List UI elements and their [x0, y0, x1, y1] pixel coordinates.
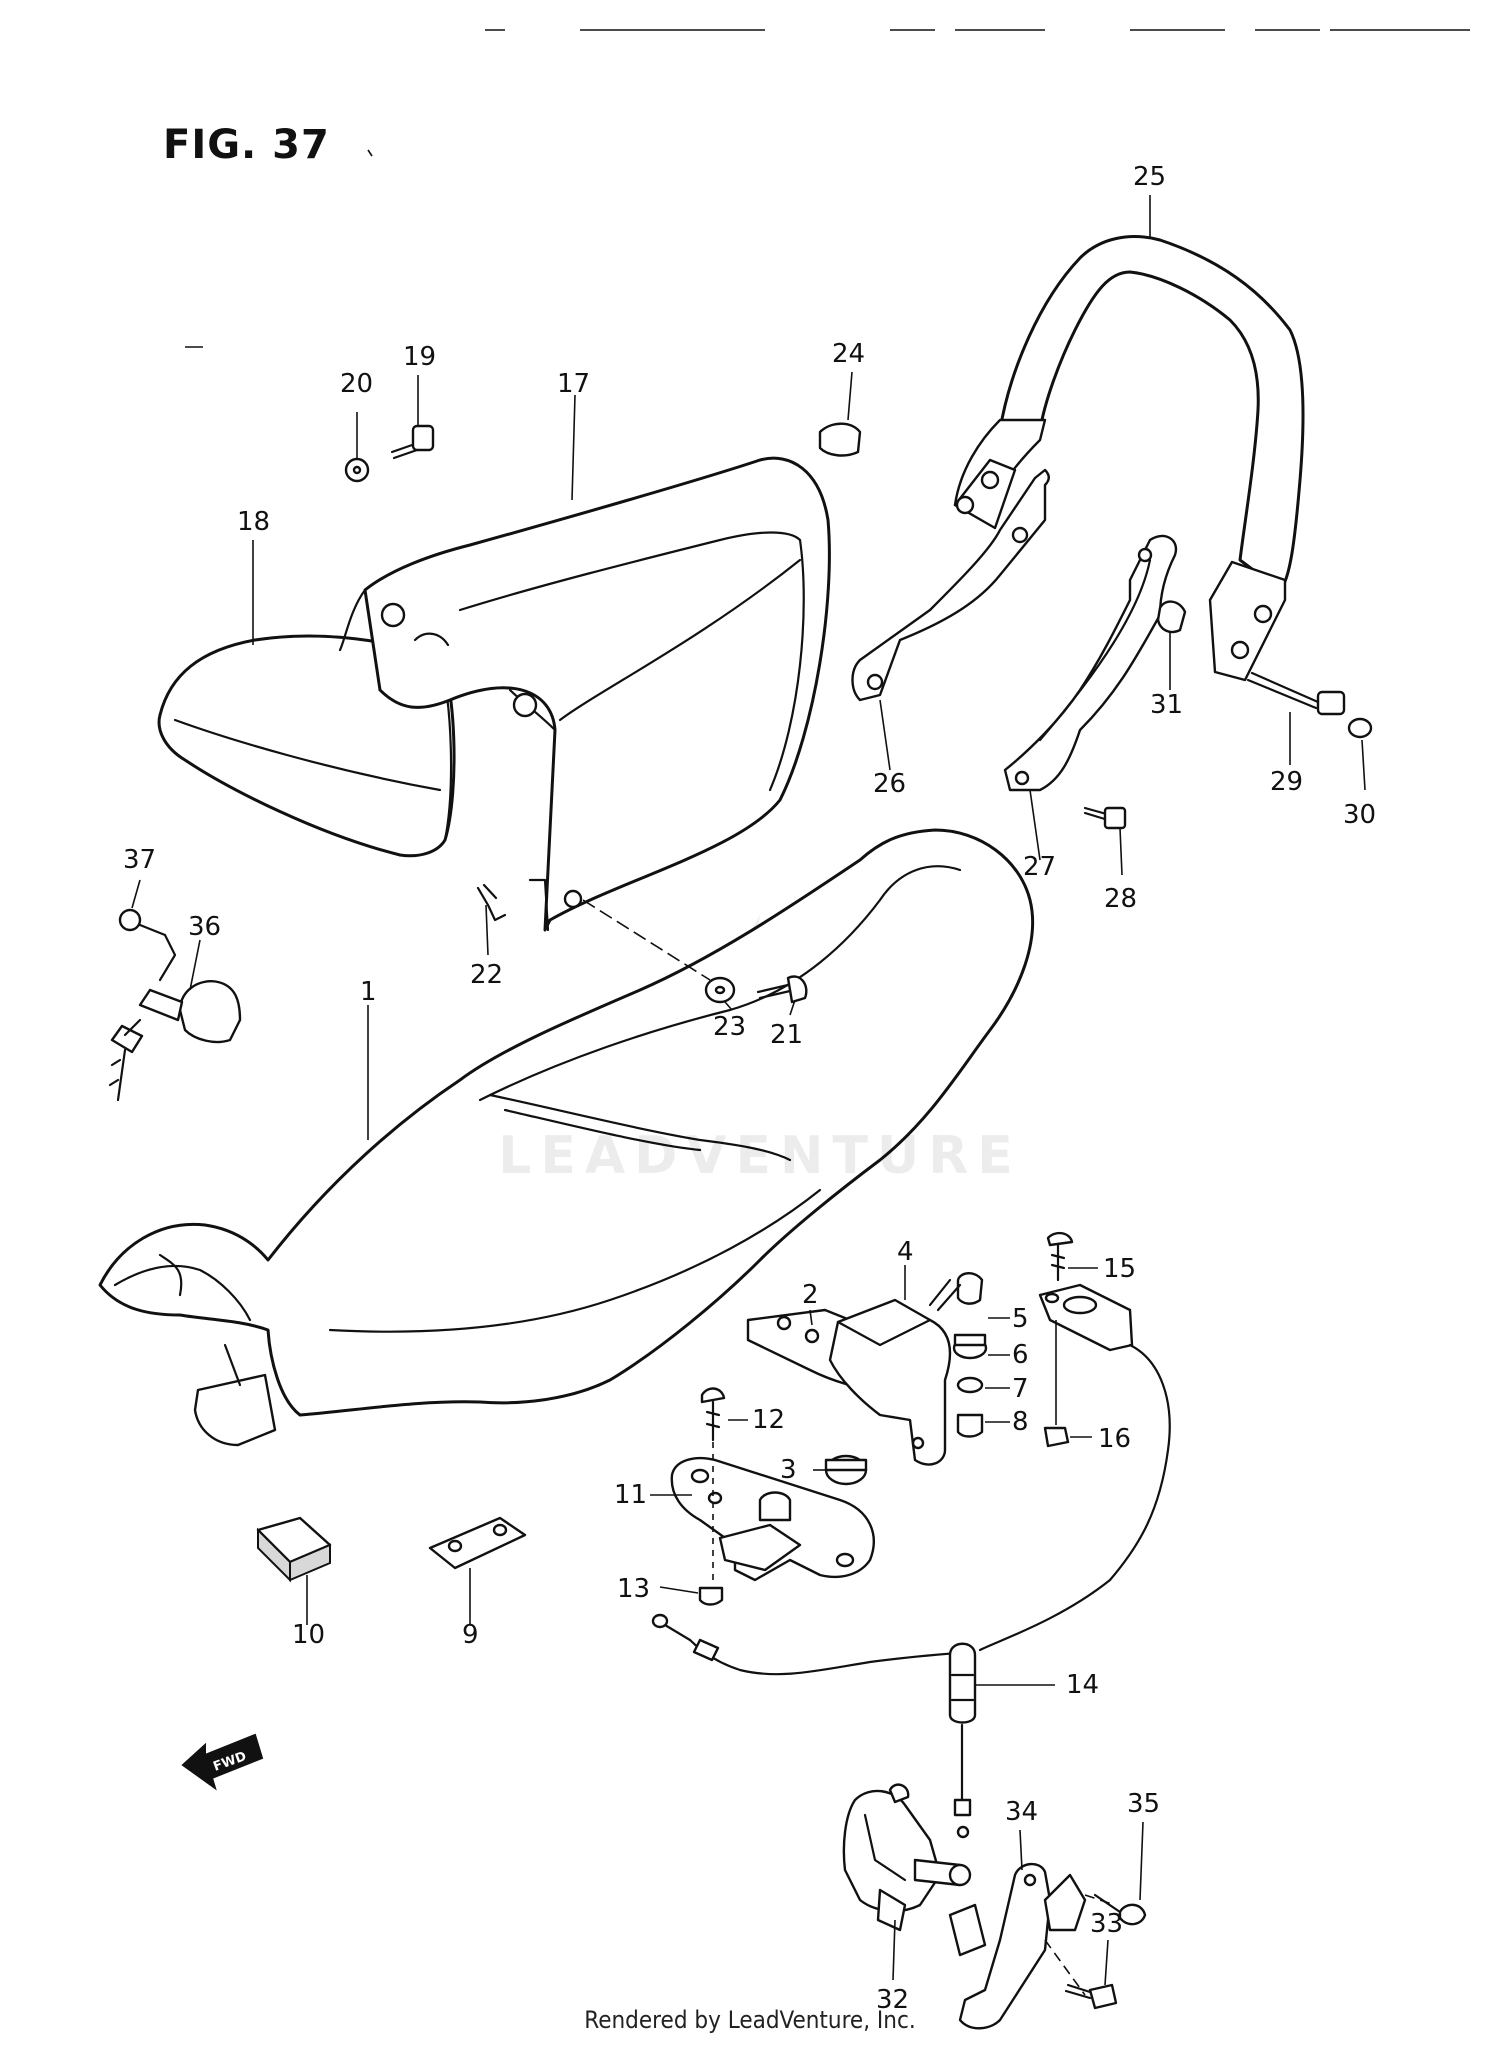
part-21-bolt: [756, 975, 808, 1004]
part-6-grommet: [952, 1333, 988, 1360]
callout-28: 28: [1104, 884, 1137, 914]
callout-30: 30: [1343, 800, 1376, 830]
part-27-bracket: [1003, 534, 1178, 792]
callout-17: 17: [557, 369, 590, 399]
callout-27: 27: [1023, 852, 1056, 882]
part-22-clip: [476, 883, 507, 922]
callout-20: 20: [340, 369, 373, 399]
callout-15: 15: [1103, 1254, 1136, 1284]
callout-1: 1: [360, 977, 377, 1007]
callout-2: 2: [802, 1280, 819, 1310]
callout-23: 23: [713, 1012, 746, 1042]
callout-5: 5: [1012, 1304, 1029, 1334]
part-13-nut: [698, 1586, 724, 1606]
callout-12: 12: [752, 1405, 785, 1435]
callout-37: 37: [123, 845, 156, 875]
callout-11: 11: [614, 1480, 647, 1510]
figure-title: FIG. 37: [163, 122, 330, 168]
cable-bracket: [1038, 1283, 1134, 1352]
callout-33: 33: [1090, 1909, 1123, 1939]
part-17-seat-cowl: [338, 456, 831, 932]
part-10-cushion: [256, 1516, 332, 1583]
part-34-lock-bracket: [948, 1862, 1087, 2030]
part-36-seat-lock: [108, 980, 242, 1102]
part-15-screw: [1046, 1231, 1074, 1282]
callout-16: 16: [1098, 1424, 1131, 1454]
callout-14: 14: [1066, 1670, 1099, 1700]
callout-21: 21: [770, 1020, 803, 1050]
callout-24: 24: [832, 339, 865, 369]
part-32-lock-assembly: [842, 1783, 972, 1932]
part-3-grommet: [824, 1454, 868, 1486]
callout-36: 36: [188, 912, 221, 942]
part-37-screw: [118, 908, 177, 982]
part-31-cushion: [1156, 600, 1187, 634]
part-8-nut: [956, 1413, 984, 1438]
callout-10: 10: [292, 1620, 325, 1650]
part-33-screw: [1064, 1983, 1118, 2010]
part-5-cushion: [956, 1272, 984, 1305]
callout-25: 25: [1133, 162, 1166, 192]
callout-31: 31: [1150, 690, 1183, 720]
part-4-latch-bracket: [828, 1298, 952, 1466]
callout-32: 32: [876, 1985, 909, 2015]
part-11-latch-plate: [670, 1456, 875, 1582]
callout-4: 4: [897, 1237, 914, 1267]
part-16-nut: [1043, 1426, 1070, 1448]
callout-13: 13: [617, 1574, 650, 1604]
callout-3: 3: [780, 1455, 797, 1485]
callout-6: 6: [1012, 1340, 1029, 1370]
part-35-screw: [1093, 1893, 1147, 1926]
part-19-bolt: [390, 424, 435, 460]
callout-18: 18: [237, 507, 270, 537]
callout-9: 9: [462, 1620, 479, 1650]
part-25-grab-rail: [953, 235, 1305, 682]
callout-19: 19: [403, 342, 436, 372]
callout-29: 29: [1270, 767, 1303, 797]
scan-edge-lines: [185, 29, 1470, 348]
callout-7: 7: [1012, 1374, 1029, 1404]
watermark-text: LEADVENTURE: [498, 1126, 1022, 1186]
callout-34: 34: [1005, 1797, 1038, 1827]
callout-35: 35: [1127, 1789, 1160, 1819]
part-29-bolt: [1246, 671, 1346, 716]
part-30-cap-nut: [1347, 717, 1373, 739]
fwd-arrow-icon: FWD: [181, 1733, 264, 1791]
part-28-bolt: [1083, 806, 1127, 830]
callout-22: 22: [470, 960, 503, 990]
part-20-washer: [344, 457, 370, 483]
callout-numbers: 25 24 19 20 17 18 26 31 29 30 27 28 37 3…: [123, 162, 1376, 2015]
callout-26: 26: [873, 769, 906, 799]
part-7-washer: [956, 1376, 984, 1394]
part-14-cable: [651, 1343, 1171, 1839]
part-9-plate: [428, 1516, 527, 1570]
part-12-screw: [700, 1387, 726, 1442]
part-1-main-seat: [98, 828, 1035, 1447]
footer-credit: Rendered by LeadVenture, Inc.: [584, 2006, 916, 2034]
leader-lines: [131, 195, 1366, 1986]
part-23-washer: [704, 976, 736, 1004]
callout-8: 8: [1012, 1407, 1029, 1437]
part-24-plug: [818, 422, 862, 457]
part-26-bracket: [851, 468, 1050, 702]
